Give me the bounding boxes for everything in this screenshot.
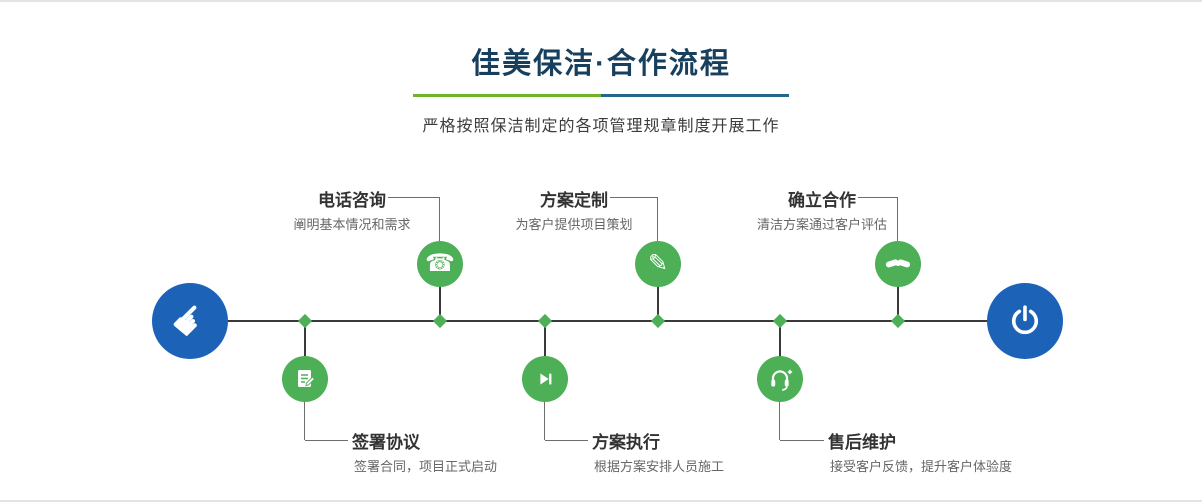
handshake-icon [885, 259, 911, 268]
stem-phone [439, 264, 441, 321]
label-connector [545, 440, 588, 441]
label-connector [779, 402, 780, 440]
step-title-execute: 方案执行 [592, 433, 660, 452]
label-connector [439, 197, 440, 241]
phone-icon: ☎ [425, 250, 455, 277]
label-connector [610, 197, 658, 198]
step-desc-agreement: 签署合同，项目正式启动 [354, 459, 498, 474]
diamond-marker [432, 313, 448, 329]
step-desc-plan: 为客户提供项目策划 [515, 217, 633, 232]
step-title-agreement: 签署协议 [352, 433, 420, 452]
node-aftersale [757, 356, 803, 402]
stem-aftersale [779, 321, 781, 379]
divider-green-segment [413, 94, 601, 97]
node-phone-consult: ☎ [417, 241, 463, 287]
step-title-aftersale: 售后维护 [828, 433, 896, 452]
diamond-marker [772, 313, 788, 329]
step-desc-phone: 阐明基本情况和需求 [293, 217, 411, 232]
label-connector [388, 197, 440, 198]
label-connector [897, 197, 898, 241]
step-desc-cooperation: 清洁方案通过客户评估 [756, 217, 887, 232]
node-cooperation [875, 241, 921, 287]
label-connector [657, 197, 658, 241]
diamond-marker [297, 313, 313, 329]
title-divider [413, 94, 789, 97]
stem-plan [657, 264, 659, 321]
stem-contract [304, 321, 306, 379]
node-plan-custom: ✎ [635, 241, 681, 287]
play-next-icon [540, 373, 552, 385]
step-title-phone: 电话咨询 [318, 191, 386, 210]
headset-icon [771, 369, 793, 391]
start-node: ☛ [152, 283, 228, 359]
contract-icon [298, 370, 316, 387]
hand-pointer-icon: ☛ [161, 292, 219, 350]
power-icon [1011, 305, 1039, 335]
end-node [987, 283, 1063, 359]
diamond-marker [537, 313, 553, 329]
label-connector [304, 402, 305, 440]
flow-timeline [190, 320, 1026, 322]
page-subtitle: 严格按照保洁制定的各项管理规章制度开展工作 [422, 118, 780, 135]
label-connector [858, 197, 898, 198]
node-plan-execute [522, 356, 568, 402]
label-connector [544, 402, 545, 440]
label-connector [305, 440, 348, 441]
stem-execute [544, 321, 546, 379]
step-desc-execute: 根据方案安排人员施工 [594, 459, 725, 474]
bottom-border [0, 500, 1202, 502]
node-sign-agreement [282, 356, 328, 402]
diamond-marker [890, 313, 906, 329]
step-title-cooperation: 确立合作 [788, 191, 856, 210]
label-connector [780, 440, 824, 441]
stem-cooperate [897, 264, 899, 321]
step-title-plan: 方案定制 [540, 191, 608, 210]
top-border [0, 0, 1202, 2]
pencil-icon: ✎ [647, 250, 669, 277]
page-title: 佳美保洁·合作流程 [471, 48, 731, 80]
step-desc-aftersale: 接受客户反馈，提升客户体验度 [830, 459, 1013, 474]
divider-blue-segment [601, 94, 789, 97]
diamond-marker [650, 313, 666, 329]
